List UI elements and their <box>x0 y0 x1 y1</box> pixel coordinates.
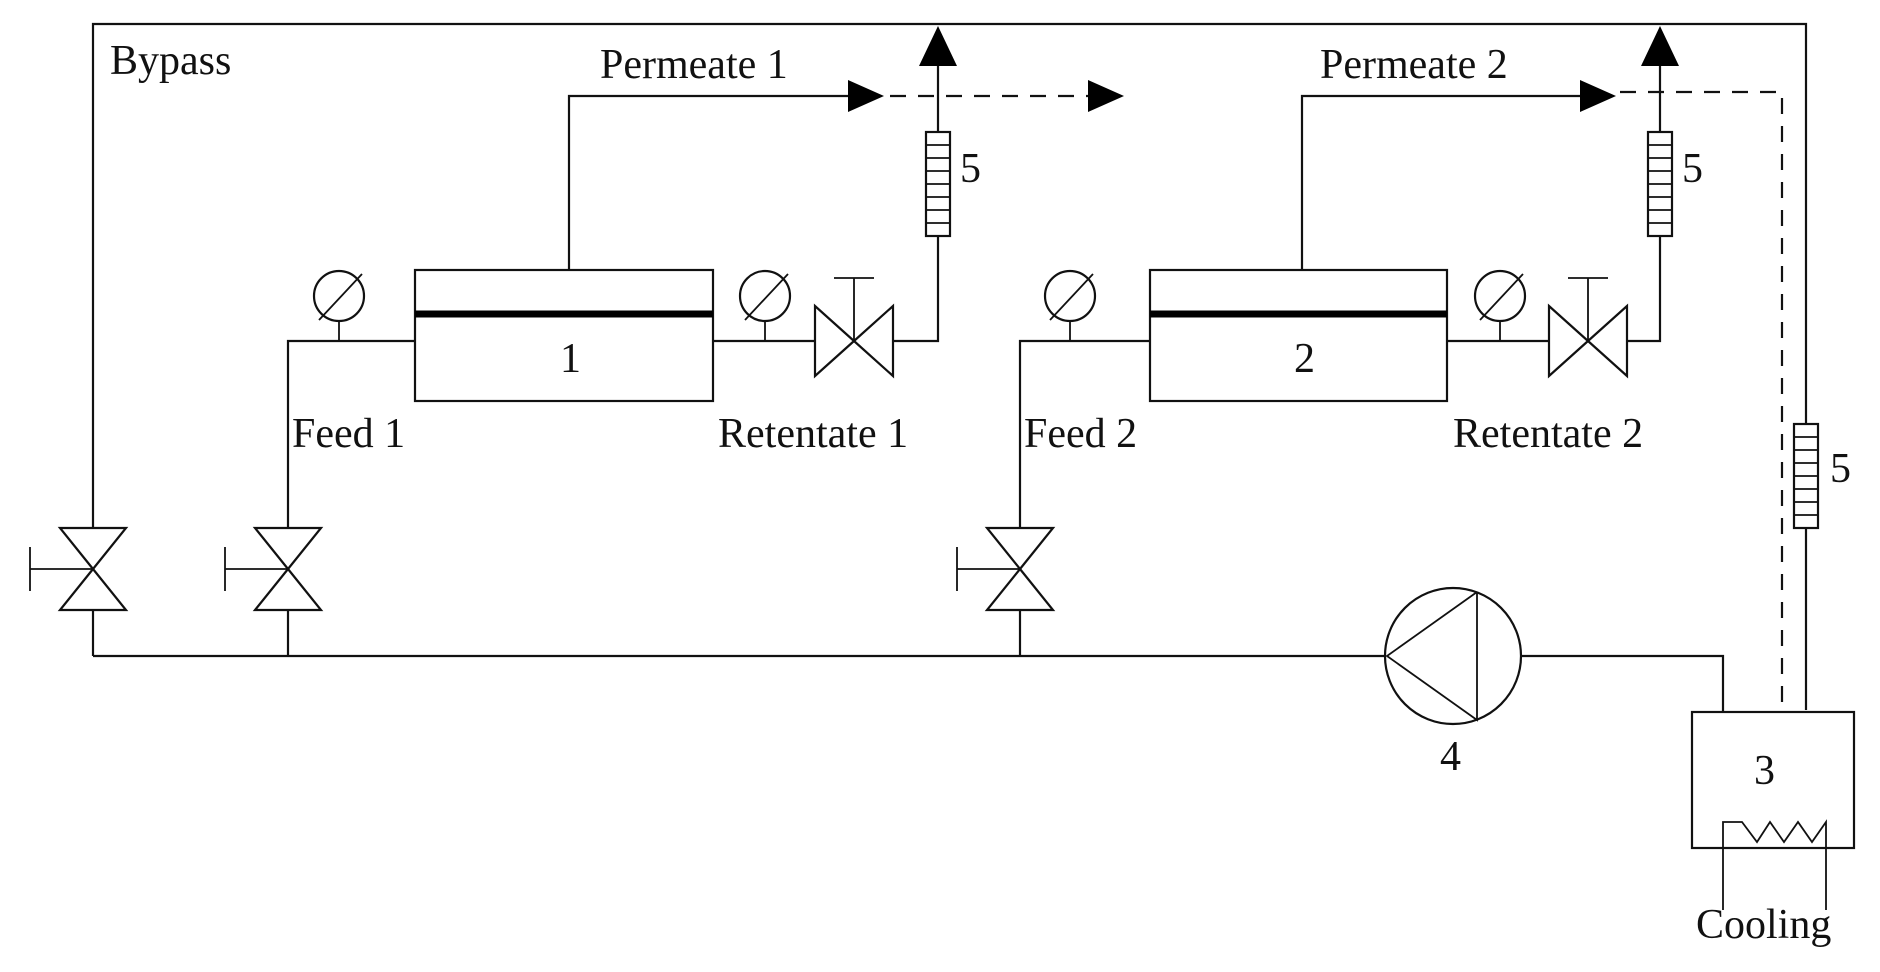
retentate2-label: Retentate 2 <box>1453 411 1643 457</box>
pump-icon <box>1383 586 1523 726</box>
feed1-label: Feed 1 <box>292 411 405 457</box>
flowmeter-icons <box>924 130 1820 530</box>
arrow-up-retentate2 <box>1641 26 1679 66</box>
valve-icon <box>956 526 1056 612</box>
flowmeter-icon <box>924 130 952 238</box>
valve-icon <box>224 526 324 612</box>
permeate1-line <box>567 94 850 270</box>
cooling-label: Cooling <box>1696 902 1831 948</box>
module2-number: 2 <box>1294 336 1315 382</box>
cooling-coil-icon <box>1722 819 1827 910</box>
pipework <box>91 22 1808 734</box>
membrane-module-1 <box>413 268 715 403</box>
retentate2-line-b <box>1627 236 1662 343</box>
arrow-permeate1-dashed <box>1088 80 1124 112</box>
pressure-gauge-icons <box>312 269 1527 341</box>
flowmeter3-number: 5 <box>1830 446 1851 492</box>
pump-number: 4 <box>1440 734 1461 780</box>
membrane-module-2 <box>1148 268 1449 403</box>
feed-tank <box>1690 710 1856 910</box>
valve-icon <box>1547 277 1629 379</box>
pressure-gauge-icon <box>312 269 366 341</box>
retentate1-line-b <box>893 236 940 343</box>
feed2-line <box>1018 339 1150 538</box>
horizontal-valve-icons <box>813 277 1629 379</box>
permeate2-line <box>1300 94 1582 270</box>
bypass-label: Bypass <box>110 38 231 84</box>
arrow-permeate2 <box>1580 80 1616 112</box>
module1-number: 1 <box>560 336 581 382</box>
flowmeter-icon <box>1646 130 1674 238</box>
arrow-up-retentate1 <box>919 26 957 66</box>
arrow-permeate1 <box>848 80 884 112</box>
permeate2-dashed-line <box>1620 90 1784 712</box>
vertical-valve-icons <box>29 526 1056 612</box>
tank-number: 3 <box>1754 748 1775 794</box>
flowmeter2-number: 5 <box>1682 146 1703 192</box>
pressure-gauge-icon <box>738 269 792 341</box>
pump-to-tank-line <box>1521 654 1725 734</box>
flowmeter1-number: 5 <box>960 146 981 192</box>
retentate1-label: Retentate 1 <box>718 411 908 457</box>
pressure-gauge-icon <box>1043 269 1097 341</box>
feed2-label: Feed 2 <box>1024 411 1137 457</box>
top-return-line <box>91 22 1808 710</box>
valve-icon <box>813 277 895 379</box>
valve-icon <box>29 526 129 612</box>
feed1-line <box>286 339 415 538</box>
permeate2-label: Permeate 2 <box>1320 42 1508 88</box>
permeate1-label: Permeate 1 <box>600 42 788 88</box>
labels: Bypass Permeate 1 Permeate 2 Feed 1 Feed… <box>110 38 1851 948</box>
flowmeter-icon <box>1792 422 1820 530</box>
pressure-gauge-icon <box>1473 269 1527 341</box>
